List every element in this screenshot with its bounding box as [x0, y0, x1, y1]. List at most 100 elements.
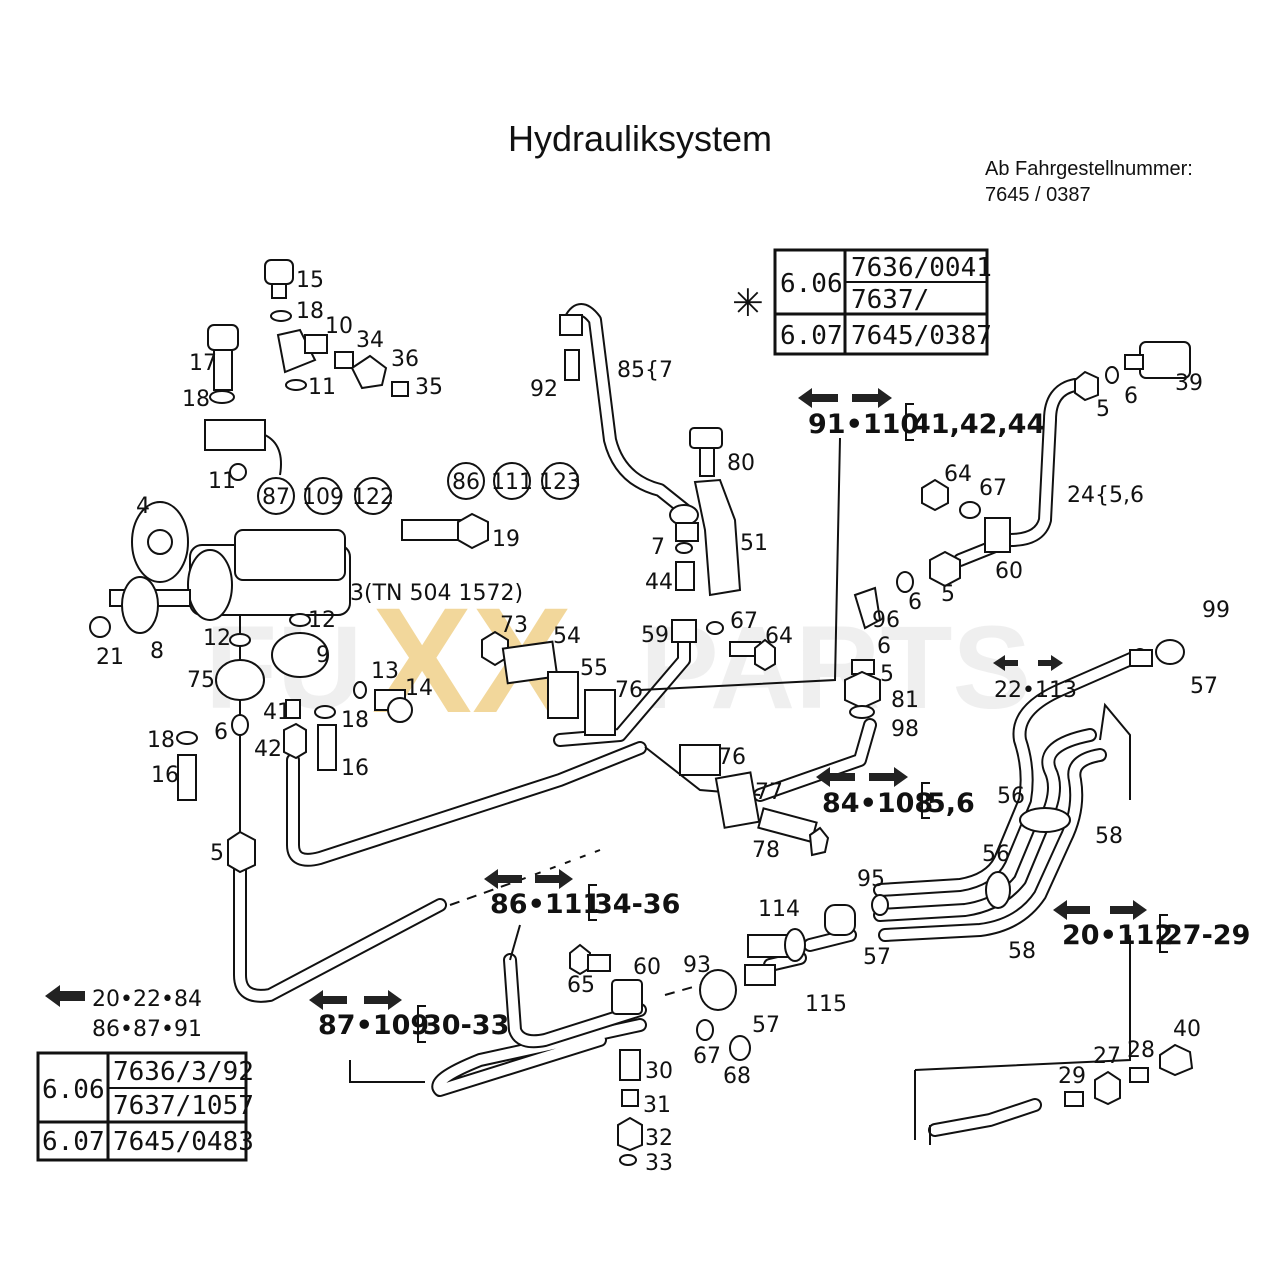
part-number-label: 18 — [182, 387, 210, 412]
serial-value: 7645 / 0387 — [985, 184, 1091, 206]
part-number-label: 19 — [492, 527, 520, 552]
table-top-version-2: 6.07 — [780, 321, 843, 351]
part-number-label: 13 — [371, 659, 399, 684]
part-number-label: 27 — [1093, 1044, 1121, 1069]
part-number-label: 54 — [553, 624, 581, 649]
part-number-label: 67 — [979, 476, 1007, 501]
part-number-label: 5 — [1096, 397, 1110, 422]
part-number-label: 18 — [296, 299, 324, 324]
reference-87-109: 87•109 30-33 — [309, 990, 509, 1043]
table-top-value-2: 7645/0387 — [851, 321, 992, 351]
part-number-label: 65 — [567, 973, 595, 998]
right-arrow-icon — [869, 767, 908, 787]
part-number-label: 4 — [136, 494, 150, 519]
part-number-label: 6 — [908, 590, 922, 615]
part-number-label: 8 — [150, 639, 164, 664]
right-arrow-icon — [364, 990, 402, 1010]
circled-87: 87 — [262, 485, 290, 510]
part-number-label: 21 — [96, 645, 124, 670]
part-number-label: 76 — [615, 678, 643, 703]
part-number-label: 76 — [718, 745, 746, 770]
left-arrow-icon — [1053, 900, 1090, 920]
ref-list-line2: 86•87•91 — [92, 1017, 202, 1042]
part-number-label: 92 — [530, 377, 558, 402]
table-bottom-value-1b: 7637/1057 — [113, 1091, 254, 1121]
part-number-label: 57 — [1190, 674, 1218, 699]
right-arrow-icon — [535, 869, 573, 889]
part-number-label: 60 — [633, 955, 661, 980]
part-number-label: 28 — [1127, 1038, 1155, 1063]
part-number-label: 57 — [863, 945, 891, 970]
table-top-value-1a: 7636/0041 — [851, 253, 992, 283]
part-number-label: 114 — [758, 897, 800, 922]
right-arrow-icon — [852, 388, 892, 408]
part-number-label: 67 — [693, 1044, 721, 1069]
left-arrow-icon — [816, 767, 855, 787]
part-number-label: 30 — [645, 1059, 673, 1084]
part-number-label: 44 — [645, 570, 673, 595]
part-number-label: 6 — [214, 720, 228, 745]
version-table-bottom: 6.06 7636/3/92 7637/1057 6.07 7645/0483 — [36, 1051, 254, 1162]
part-number-label: 64 — [944, 462, 972, 487]
part-number-label: 56 — [982, 842, 1010, 867]
part-number-label: 6 — [877, 634, 891, 659]
reference-86-111: 86•111 34-36 — [484, 869, 680, 921]
part-number-label: 39 — [1175, 371, 1203, 396]
label-24: 24{5,6 — [1067, 483, 1144, 508]
pump-reference: 3(TN 504 1572) — [350, 581, 523, 606]
label-85: 85{7 — [617, 358, 673, 383]
svg-text:84•108: 84•108 — [822, 788, 933, 819]
svg-text:22•113: 22•113 — [994, 678, 1077, 703]
circled-86: 86 — [452, 470, 480, 495]
table-top-star-icon: ✳ — [732, 281, 764, 325]
circled-122: 122 — [352, 485, 394, 510]
part-number-label: 55 — [580, 656, 608, 681]
part-number-label: 59 — [641, 623, 669, 648]
part-number-label: 7 — [651, 535, 665, 560]
circled-109: 109 — [302, 485, 344, 510]
part-labels: 15 18 10 34 36 11 35 17 18 11 4 19 21 8 … — [96, 268, 1230, 1176]
part-number-label: 78 — [752, 838, 780, 863]
part-number-label: 58 — [1008, 939, 1036, 964]
part-number-label: 15 — [296, 268, 324, 293]
part-number-label: 77 — [755, 780, 783, 805]
table-top-value-1b: 7637/ — [851, 285, 929, 315]
part-number-label: 11 — [308, 375, 336, 400]
part-number-label: 18 — [341, 708, 369, 733]
part-number-label: 29 — [1058, 1064, 1086, 1089]
part-number-label: 98 — [891, 717, 919, 742]
pipes — [233, 303, 1147, 1145]
center-parts — [481, 314, 830, 857]
part-number-label: 12 — [308, 608, 336, 633]
table-bottom-value-2: 7645/0483 — [113, 1127, 254, 1157]
part-number-label: 96 — [872, 608, 900, 633]
part-number-label: 60 — [995, 559, 1023, 584]
part-number-label: 18 — [147, 728, 175, 753]
reference-20-112: 20•112 27-29 — [1053, 900, 1250, 953]
part-number-label: 35 — [415, 375, 443, 400]
part-number-label: 9 — [316, 643, 330, 668]
part-number-label: 95 — [857, 867, 885, 892]
part-number-label: 5 — [880, 662, 894, 687]
reference-84-108: 84•108 5,6 — [816, 767, 975, 819]
part-number-label: 81 — [891, 688, 919, 713]
part-number-label: 75 — [187, 668, 215, 693]
svg-text:91•110: 91•110 — [808, 409, 919, 440]
page-title: Hydrauliksystem — [507, 118, 773, 159]
pump-assembly — [89, 259, 489, 874]
part-number-label: 34 — [356, 328, 384, 353]
part-number-label: 33 — [645, 1151, 673, 1176]
table-top-version-1: 6.06 — [780, 269, 843, 299]
part-number-label: 41 — [263, 700, 291, 725]
reference-91-110: 91•110 41,42,44 — [798, 388, 1045, 441]
ref-20-target: 27-29 — [1164, 920, 1250, 951]
part-number-label: 10 — [325, 314, 353, 339]
part-number-label: 40 — [1173, 1017, 1201, 1042]
part-number-label: 17 — [189, 351, 217, 376]
part-number-label: 5 — [210, 841, 224, 866]
reference-22-113: 22•113 — [993, 655, 1077, 703]
svg-text:86•111: 86•111 — [490, 889, 601, 920]
table-bottom-version-2: 6.07 — [42, 1127, 105, 1157]
ref-91-target: 41,42,44 — [912, 409, 1045, 440]
